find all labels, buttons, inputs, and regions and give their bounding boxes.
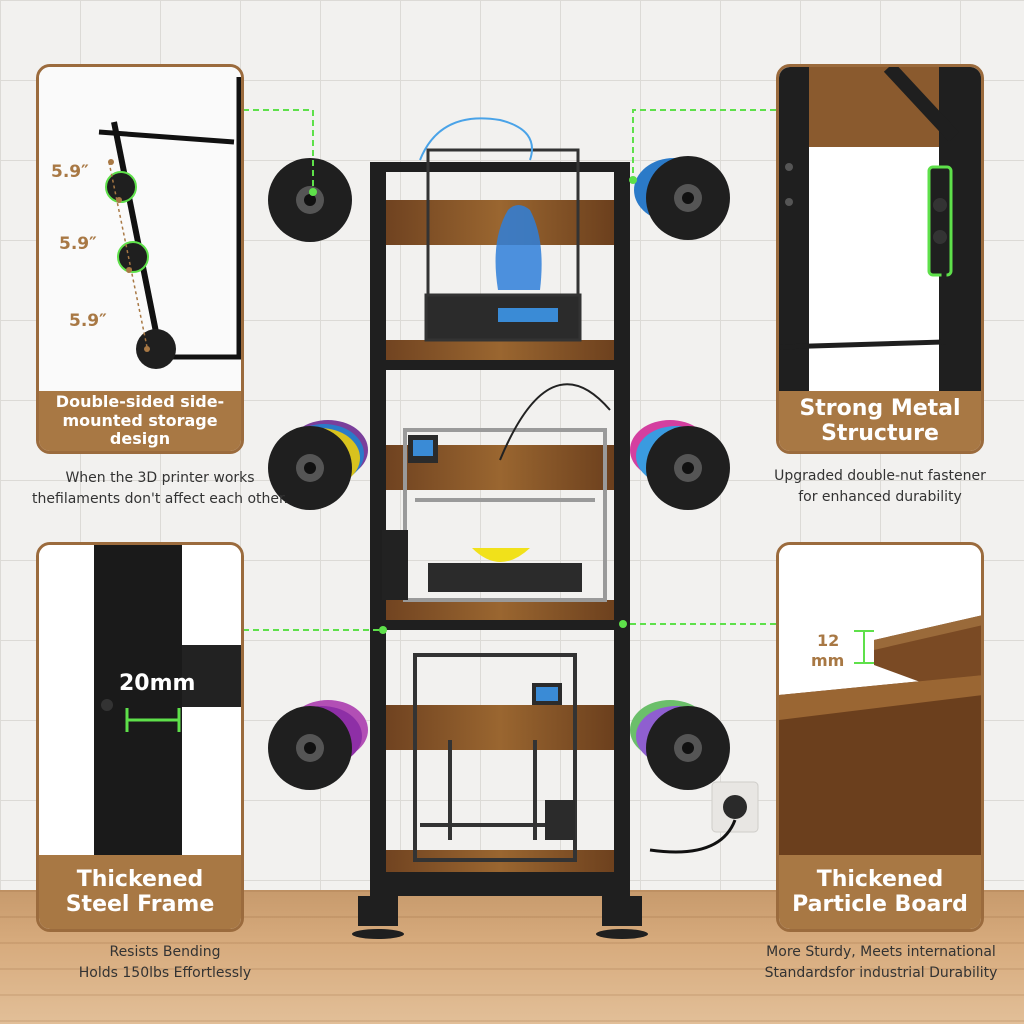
panel-steel-frame: 20mm Thickened Steel Frame	[36, 542, 244, 932]
printer-top	[424, 148, 582, 342]
particle-board-description: More Sturdy, Meets international Standar…	[764, 944, 998, 981]
filament-spools-left	[268, 158, 368, 790]
spacing-label-3: 5.9″	[69, 311, 107, 331]
spacing-label-1: 5.9″	[51, 162, 89, 182]
panel-steel-frame-image: 20mm	[39, 545, 241, 855]
board-thickness-unit: mm	[811, 651, 845, 670]
panel-steel-frame-caption: Thickened Steel Frame	[39, 855, 241, 929]
panel-particle-board-caption: Thickened Particle Board	[779, 855, 981, 929]
spacing-label-2: 5.9″	[59, 234, 97, 254]
shelf-1	[380, 340, 620, 360]
printer-shelf-illustration	[268, 117, 759, 939]
printer-middle	[403, 428, 607, 602]
frame-thickness-label: 20mm	[119, 671, 196, 696]
shelf-2	[380, 600, 620, 620]
printer-bottom	[413, 653, 577, 862]
metal-structure-description: Upgraded double-nut fastener for enhance…	[774, 468, 986, 505]
side-storage-description: When the 3D printer works thefilaments d…	[32, 470, 288, 507]
filament-spools-right	[630, 156, 730, 790]
print-vase-blue	[495, 205, 542, 290]
board-thickness-value: 12	[817, 631, 840, 650]
panel-side-storage: 5.9″ 5.9″ 5.9″ Double-sided side-mounted…	[36, 64, 244, 454]
panel-metal-structure-caption: Strong Metal Structure	[779, 391, 981, 451]
panel-particle-board: 12 mm Thickened Particle Board	[776, 542, 984, 932]
panel-particle-board-image: 12 mm	[779, 545, 981, 855]
print-bowl-yellow	[472, 548, 530, 562]
steel-frame	[352, 162, 648, 939]
panel-side-storage-caption: Double-sided side-mounted storage design	[39, 391, 241, 451]
panel-metal-structure-image	[779, 67, 981, 391]
panel-metal-structure: Strong Metal Structure	[776, 64, 984, 454]
panel-side-storage-image: 5.9″ 5.9″ 5.9″	[39, 67, 241, 391]
steel-frame-description: Resists Bending Holds 150lbs Effortlessl…	[78, 944, 252, 981]
